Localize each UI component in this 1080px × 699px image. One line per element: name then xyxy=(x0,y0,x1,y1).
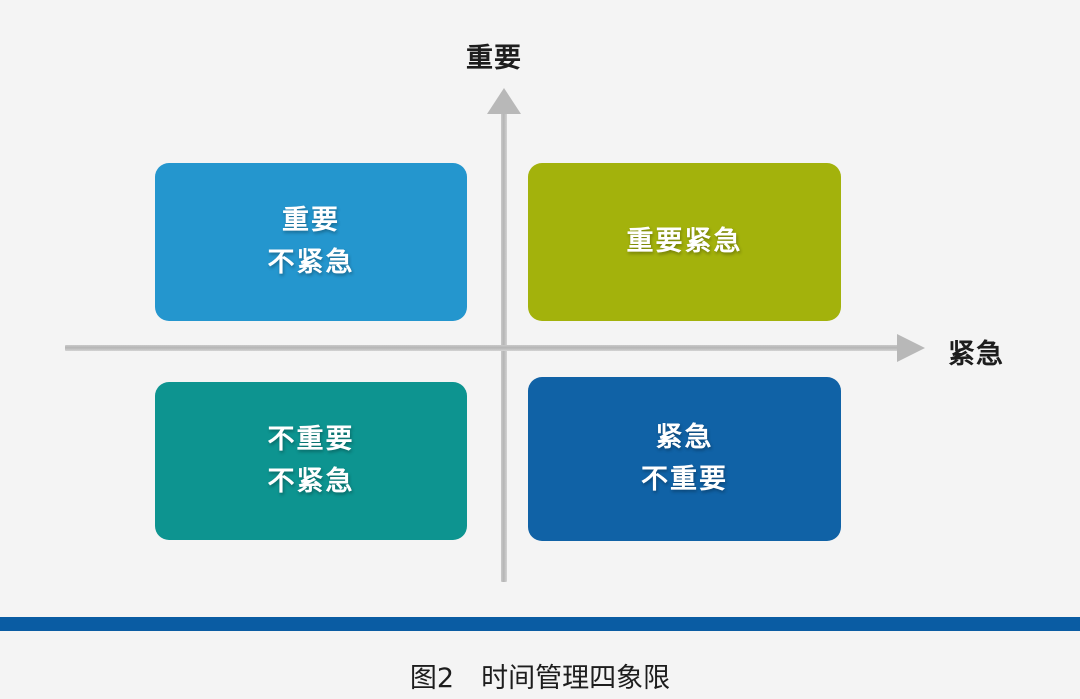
arrow-up-icon xyxy=(487,88,521,114)
figure-caption: 图2 时间管理四象限 xyxy=(409,663,671,694)
quadrant-label-line-1: 不重要 xyxy=(267,424,355,455)
quadrant-shadow-bottom xyxy=(537,318,841,329)
quadrant-shadow-edge xyxy=(464,391,476,540)
horizontal-axis-line xyxy=(65,345,903,351)
quadrant-shadow-bottom xyxy=(164,537,467,548)
quadrant-label-line-1: 重要紧急 xyxy=(626,226,743,257)
quadrant-shadow-edge xyxy=(464,172,476,321)
quadrant-important-urgent: 重要紧急 xyxy=(528,163,850,329)
quadrant-label-line-2: 不重要 xyxy=(641,464,728,494)
quadrant-label-line-2: 不紧急 xyxy=(267,466,355,496)
vertical-axis-label: 重要 xyxy=(466,43,522,73)
quadrant-not-important-not-urgent: 不重要 不紧急 xyxy=(155,382,476,548)
quadrant-label-line-2: 不紧急 xyxy=(267,247,355,277)
accent-divider-bar xyxy=(0,617,1080,631)
quadrant-urgent-not-important: 紧急 不重要 xyxy=(528,377,850,549)
quadrant-shadow-bottom xyxy=(164,318,467,329)
quadrant-label-line-1: 紧急 xyxy=(655,422,714,453)
arrow-right-icon xyxy=(897,334,925,362)
quadrant-shadow-edge xyxy=(838,386,850,541)
quadrant-shadow-bottom xyxy=(537,538,841,549)
horizontal-axis-label: 紧急 xyxy=(948,339,1004,369)
quadrant-shadow-edge xyxy=(838,172,850,321)
quadrant-important-not-urgent: 重要 不紧急 xyxy=(155,163,476,329)
quadrant-label-line-1: 重要 xyxy=(282,205,340,236)
